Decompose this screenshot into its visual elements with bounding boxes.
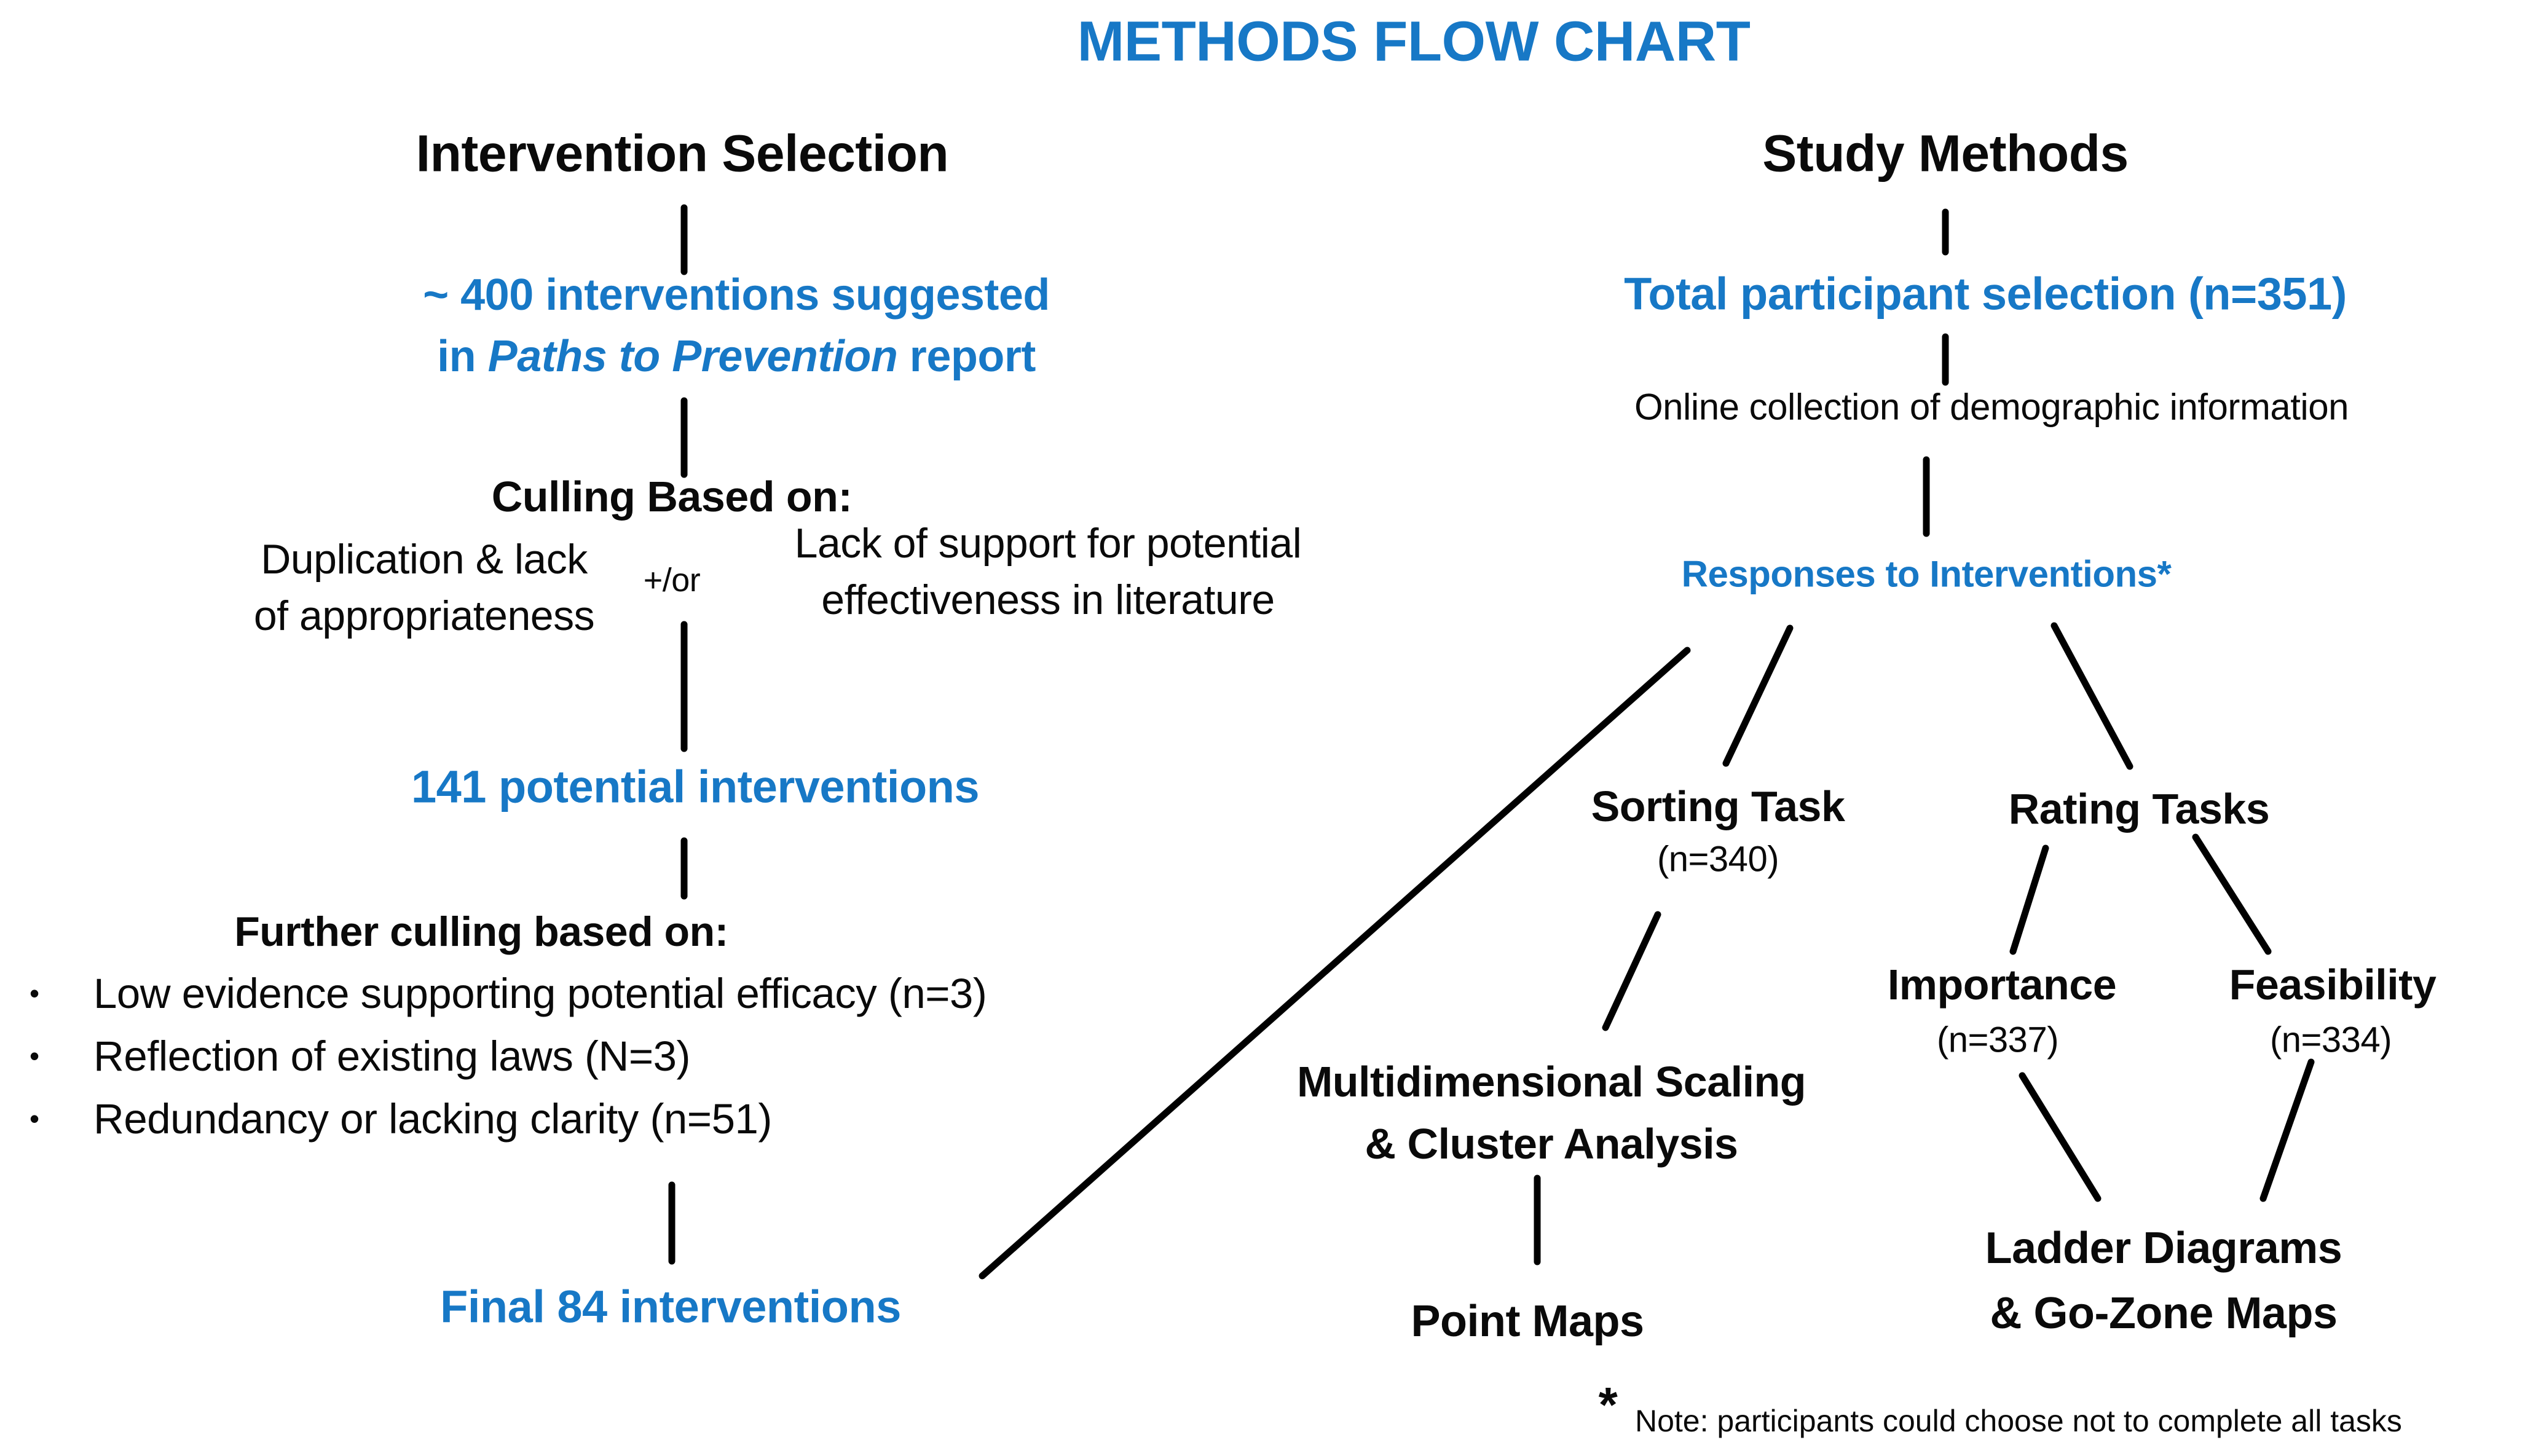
- point-maps-node: Point Maps: [1411, 1297, 1644, 1346]
- potential-interventions-node: 141 potential interventions: [411, 761, 980, 813]
- further-culling-header: Further culling based on:: [234, 908, 728, 955]
- report-title-italic: Paths to Prevention: [487, 332, 898, 381]
- further-culling-bullet-list: • Low evidence supporting potential effi…: [23, 962, 987, 1150]
- suggested-line2-prefix: in: [437, 332, 488, 381]
- footnote-asterisk-icon: *: [1598, 1377, 1618, 1432]
- culling-right-reason: Lack of support for potential effectiven…: [795, 515, 1302, 628]
- line-sorting-to-mds: [1602, 911, 1661, 1031]
- feasibility-n: (n=334): [2269, 1020, 2392, 1060]
- bullet-text: Reflection of existing laws (N=3): [93, 1032, 691, 1080]
- line-importance-to-ladder: [2019, 1072, 2102, 1202]
- bullet-icon: •: [30, 977, 39, 1009]
- mds-line2: & Cluster Analysis: [1365, 1120, 1738, 1168]
- suggested-interventions-node: ~ 400 interventions suggested in Paths t…: [423, 264, 1050, 387]
- culling-right-line2: effectiveness in literature: [821, 576, 1275, 623]
- line-responses-to-rating: [2050, 622, 2133, 770]
- list-item: • Low evidence supporting potential effi…: [23, 962, 987, 1025]
- bullet-text: Redundancy or lacking clarity (n=51): [93, 1095, 772, 1143]
- intervention-selection-header: Intervention Selection: [416, 124, 949, 183]
- footnote-text: Note: participants could choose not to c…: [1635, 1404, 2402, 1438]
- culling-left-line1: Duplication & lack: [261, 536, 588, 583]
- line-rating-to-feasibility: [2192, 833, 2272, 955]
- bullet-icon: •: [30, 1040, 39, 1072]
- suggested-line2: in Paths to Prevention report: [423, 326, 1050, 387]
- total-participants-node: Total participant selection (n=351): [1624, 268, 2347, 320]
- mds-cluster-node: Multidimensional Scaling & Cluster Analy…: [1297, 1051, 1806, 1175]
- line-rating-to-importance: [2009, 844, 2049, 955]
- bullet-text: Low evidence supporting potential effica…: [93, 969, 987, 1017]
- culling-right-line1: Lack of support for potential: [794, 520, 1302, 567]
- ladder-line2: & Go-Zone Maps: [1990, 1289, 2338, 1338]
- ladder-line1: Ladder Diagrams: [1985, 1224, 2342, 1273]
- importance-n: (n=337): [1936, 1020, 2059, 1060]
- line-feasibility-to-ladder: [2259, 1058, 2315, 1202]
- culling-left-reason: Duplication & lack of appropriateness: [253, 531, 595, 644]
- rating-tasks-node: Rating Tasks: [2008, 785, 2270, 833]
- mds-line1: Multidimensional Scaling: [1296, 1058, 1806, 1106]
- culling-operator: +/or: [643, 562, 701, 599]
- bullet-icon: •: [30, 1103, 39, 1135]
- culling-left-line2: of appropriateness: [253, 592, 595, 639]
- list-item: • Reflection of existing laws (N=3): [23, 1025, 987, 1087]
- page-title: METHODS FLOW CHART: [1077, 10, 1751, 73]
- final-interventions-node: Final 84 interventions: [440, 1281, 901, 1332]
- importance-node: Importance: [1887, 961, 2117, 1009]
- list-item: • Redundancy or lacking clarity (n=51): [23, 1087, 987, 1150]
- sorting-task-node: Sorting Task: [1591, 782, 1845, 830]
- sorting-task-n: (n=340): [1656, 839, 1779, 880]
- suggested-line1: ~ 400 interventions suggested: [423, 270, 1050, 320]
- line-responses-to-sorting: [1722, 624, 1794, 767]
- responses-node: Responses to Interventions*: [1681, 553, 2172, 595]
- ladder-gozone-node: Ladder Diagrams & Go-Zone Maps: [1985, 1216, 2342, 1346]
- line-responses-to-final84: [979, 647, 1691, 1280]
- suggested-line2-suffix: report: [897, 332, 1036, 381]
- culling-header: Culling Based on:: [491, 473, 853, 521]
- study-methods-header: Study Methods: [1762, 124, 2129, 183]
- feasibility-node: Feasibility: [2229, 961, 2436, 1009]
- online-collection-node: Online collection of demographic informa…: [1634, 386, 2349, 428]
